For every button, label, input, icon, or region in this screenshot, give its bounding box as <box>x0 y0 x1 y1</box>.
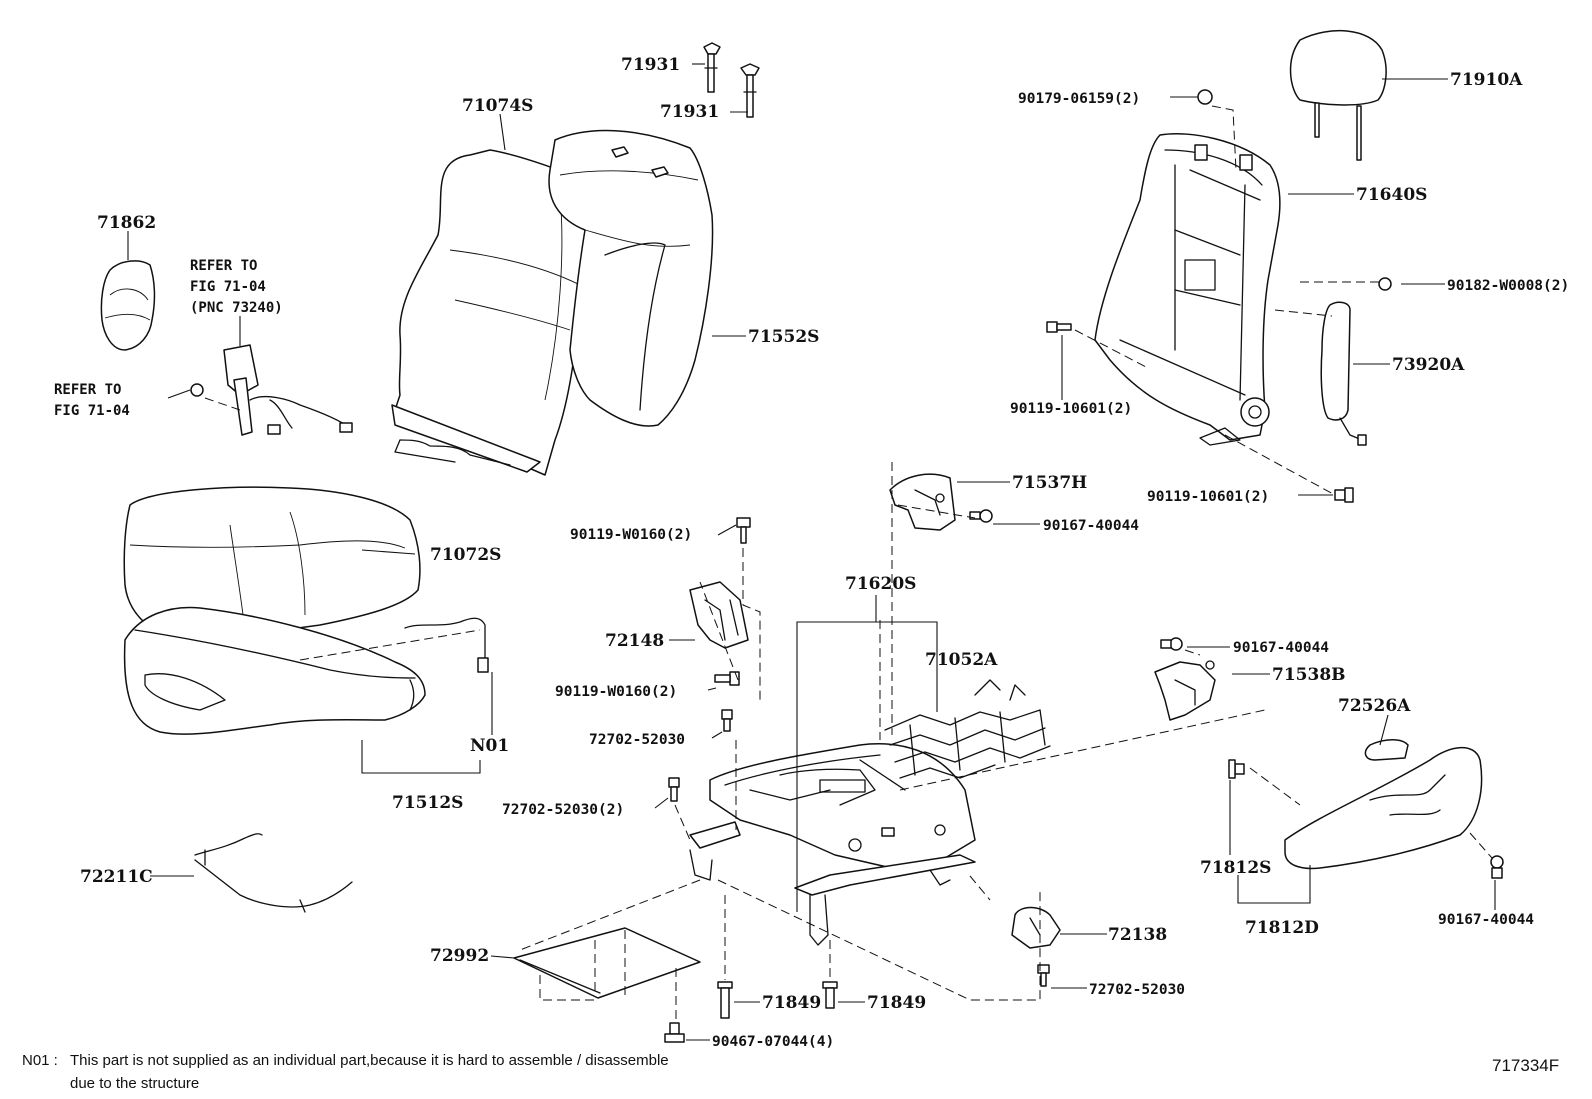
cover-72138 <box>1011 906 1061 949</box>
side-cover-71812d <box>1284 746 1483 870</box>
label-90119-w0160-a: 90119-W0160(2) <box>570 527 692 543</box>
pin-71849-b <box>822 981 838 1009</box>
headrest-71910a <box>1289 29 1387 161</box>
bolt-72702-52030-c <box>1037 964 1050 987</box>
label-90119-w0160-b: 90119-W0160(2) <box>555 684 677 700</box>
label-72148: 72148 <box>605 631 664 651</box>
footnote-line-2: due to the structure <box>70 1075 200 1092</box>
headrest-support-71931-a <box>703 42 721 93</box>
label-90167-40044-a: 90167-40044 <box>1043 518 1139 534</box>
bolt-90167-40044-a <box>969 509 993 523</box>
seatback-cover-71074s <box>391 149 611 476</box>
seat-cushion-pad-71512s <box>123 606 426 735</box>
label-72526a: 72526A <box>1338 696 1411 716</box>
label-72992: 72992 <box>430 946 489 966</box>
refer-2-line-1: REFER TO <box>54 382 121 398</box>
bolt-72702-52030-b <box>668 777 680 802</box>
nut-90467-07044 <box>664 1022 685 1043</box>
label-72702-52030-b: 72702-52030(2) <box>502 802 624 818</box>
figure-code: 717334F <box>1492 1056 1560 1075</box>
plate-72992 <box>513 927 701 999</box>
leader-lines <box>127 63 1496 1041</box>
label-90179-06159: 90179-06159(2) <box>1018 91 1140 107</box>
label-71849-b: 71849 <box>867 993 926 1013</box>
footnote-code: N01 : <box>22 1052 58 1069</box>
headrest-support-71931-b <box>740 63 760 118</box>
seat-frame-71620s <box>689 743 976 946</box>
label-71640s: 71640S <box>1356 185 1427 205</box>
bolt-90179-06159 <box>1197 89 1213 105</box>
label-90182-w0008: 90182-W0008(2) <box>1447 278 1569 294</box>
label-72702-52030-c: 72702-52030 <box>1089 982 1185 998</box>
side-airbag-73920a <box>1320 301 1367 446</box>
label-73920a: 73920A <box>1392 355 1465 375</box>
seatbelt-buckle <box>223 344 353 436</box>
label-71552s: 71552S <box>748 327 819 347</box>
knob-72526a <box>1364 739 1409 761</box>
label-71931-b: 71931 <box>660 102 719 122</box>
label-71512s: 71512S <box>392 793 463 813</box>
refer-2-line-2: FIG 71-04 <box>54 403 130 419</box>
seatback-pad-71552s <box>548 129 714 427</box>
bolt-buckle <box>190 383 204 397</box>
refer-1-line-3: (PNC 73240) <box>190 300 283 316</box>
bolt-90182-w0008 <box>1378 277 1392 291</box>
n01-harness <box>404 617 489 673</box>
bolt-72702-52030-a <box>721 709 733 732</box>
label-71812d: 71812D <box>1245 918 1319 938</box>
bolt-71812s <box>1228 759 1245 779</box>
assembly-lines <box>204 105 1493 1020</box>
refer-1-line-1: REFER TO <box>190 258 257 274</box>
label-71537h: 71537H <box>1012 473 1087 493</box>
label-71910a: 71910A <box>1450 70 1523 90</box>
bolt-90167-40044-c <box>1490 855 1504 879</box>
label-71052a: 71052A <box>925 650 998 670</box>
label-71072s: 71072S <box>430 545 501 565</box>
bracket-72148 <box>689 581 749 649</box>
label-72702-52030-a: 72702-52030 <box>589 732 685 748</box>
label-90167-40044-b: 90167-40044 <box>1233 640 1329 656</box>
label-90119-10601-a: 90119-10601(2) <box>1010 401 1132 417</box>
footnote-line-1: This part is not supplied as an individu… <box>70 1052 669 1069</box>
bracket-71538b <box>1154 660 1216 721</box>
bolt-90119-10601-b <box>1334 487 1354 503</box>
label-72211c: 72211C <box>80 867 153 887</box>
label-90119-10601-b: 90119-10601(2) <box>1147 489 1269 505</box>
bolt-90167-40044-b <box>1160 637 1183 651</box>
label-90167-40044-c: 90167-40044 <box>1438 912 1534 928</box>
pin-71849-a <box>717 981 733 1019</box>
refer-1-line-2: FIG 71-04 <box>190 279 266 295</box>
label-71538b: 71538B <box>1272 665 1346 685</box>
wire-72211c <box>194 833 353 913</box>
part-labels: 71931 71931 71074S 71910A 90179-06159(2)… <box>54 55 1569 1050</box>
label-90467-07044: 90467-07044(4) <box>712 1034 834 1050</box>
label-71620s: 71620S <box>845 574 916 594</box>
seat-cushion-cover-71072s <box>123 486 421 640</box>
label-71074s: 71074S <box>462 96 533 116</box>
bolt-90119-10601-a <box>1046 321 1072 333</box>
spring-mat-71052a <box>884 679 1051 779</box>
label-n01: N01 <box>470 736 509 756</box>
bolt-90119-w0160-a <box>736 517 751 544</box>
part-71862 <box>100 260 156 351</box>
bracket-71537h <box>889 473 956 531</box>
label-71849-a: 71849 <box>762 993 821 1013</box>
seatback-frame-71640s <box>1094 133 1281 446</box>
label-71862: 71862 <box>97 213 156 233</box>
label-71931-a: 71931 <box>621 55 680 75</box>
label-71812s: 71812S <box>1200 858 1271 878</box>
label-72138: 72138 <box>1108 925 1167 945</box>
